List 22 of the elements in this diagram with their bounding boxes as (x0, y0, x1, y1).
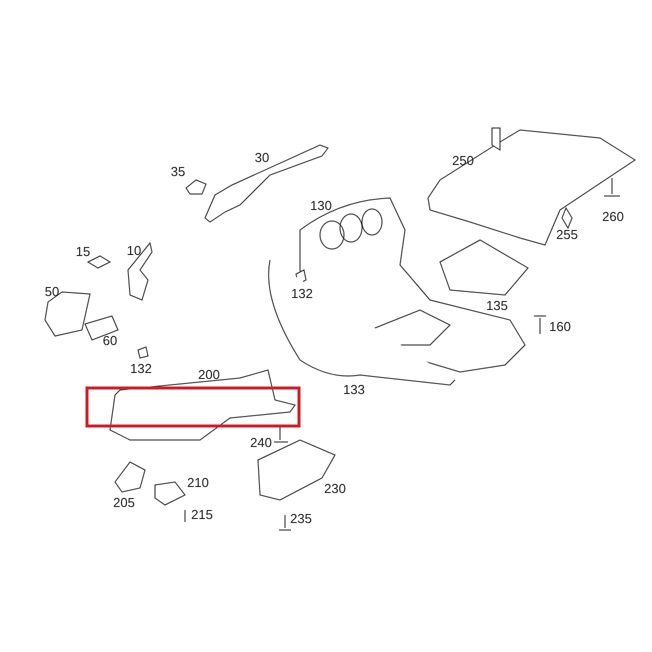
callout-number: 135 (486, 299, 508, 313)
callout-number: 250 (452, 154, 474, 168)
callout-number: 130 (310, 199, 332, 213)
callout-number: 15 (76, 245, 90, 259)
callout-number: 205 (113, 496, 135, 510)
callout-number: 210 (187, 476, 209, 490)
callout-number: 235 (290, 512, 312, 526)
callout-number: 133 (343, 383, 365, 397)
callout-number: 230 (324, 482, 346, 496)
callout-number: 60 (102, 334, 118, 348)
callout-number: 260 (602, 210, 624, 224)
callout-number: 132 (130, 362, 152, 376)
callout-number: 10 (126, 244, 142, 258)
callout-number: 255 (556, 228, 578, 242)
callout-number: 30 (254, 151, 270, 165)
callout-number: 132 (291, 287, 313, 301)
callout-number: 215 (191, 508, 213, 522)
callout-number: 35 (170, 165, 186, 179)
callout-number: 200 (198, 368, 220, 382)
callout-number: 240 (250, 436, 272, 450)
callout-number: 160 (549, 320, 571, 334)
callout-number: 50 (44, 285, 60, 299)
